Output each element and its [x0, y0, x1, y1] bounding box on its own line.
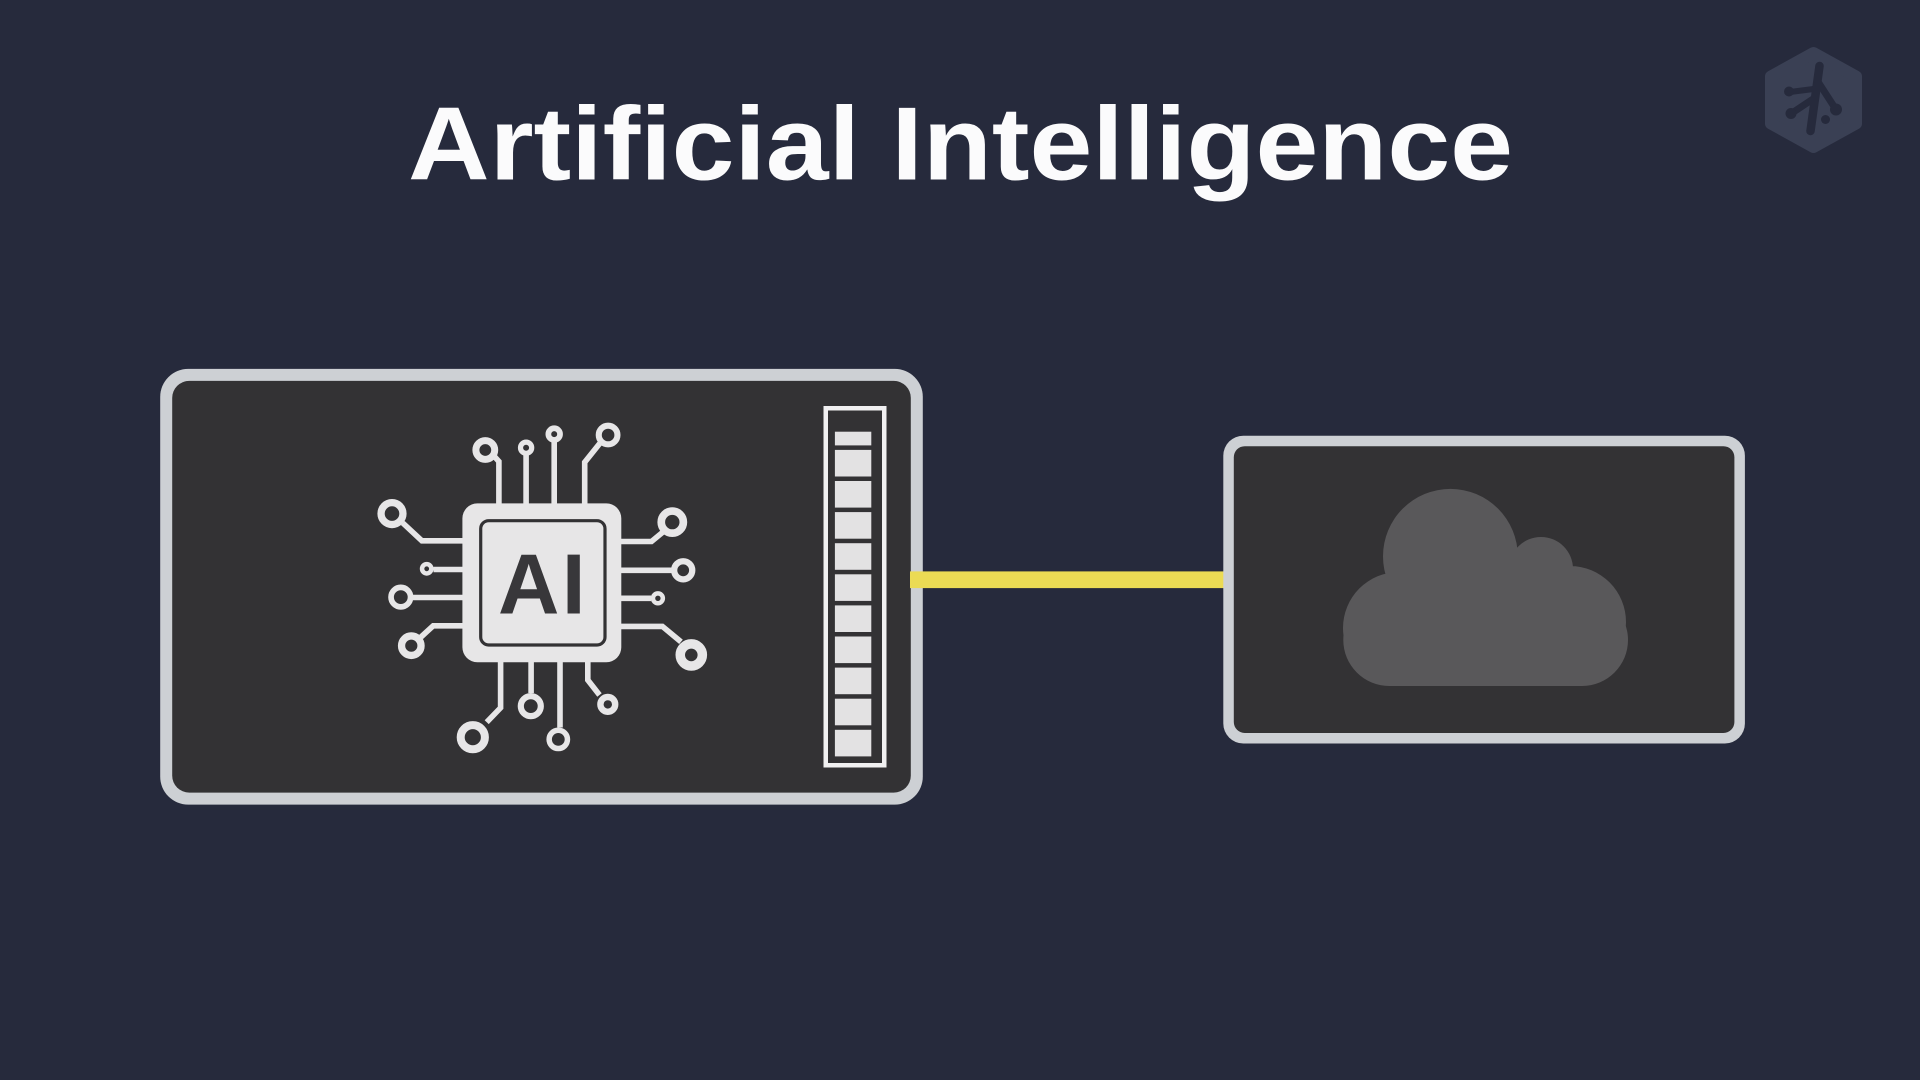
svg-text:Artificial Intelligence: Artificial Intelligence	[408, 85, 1513, 201]
svg-text:AI: AI	[498, 538, 588, 633]
